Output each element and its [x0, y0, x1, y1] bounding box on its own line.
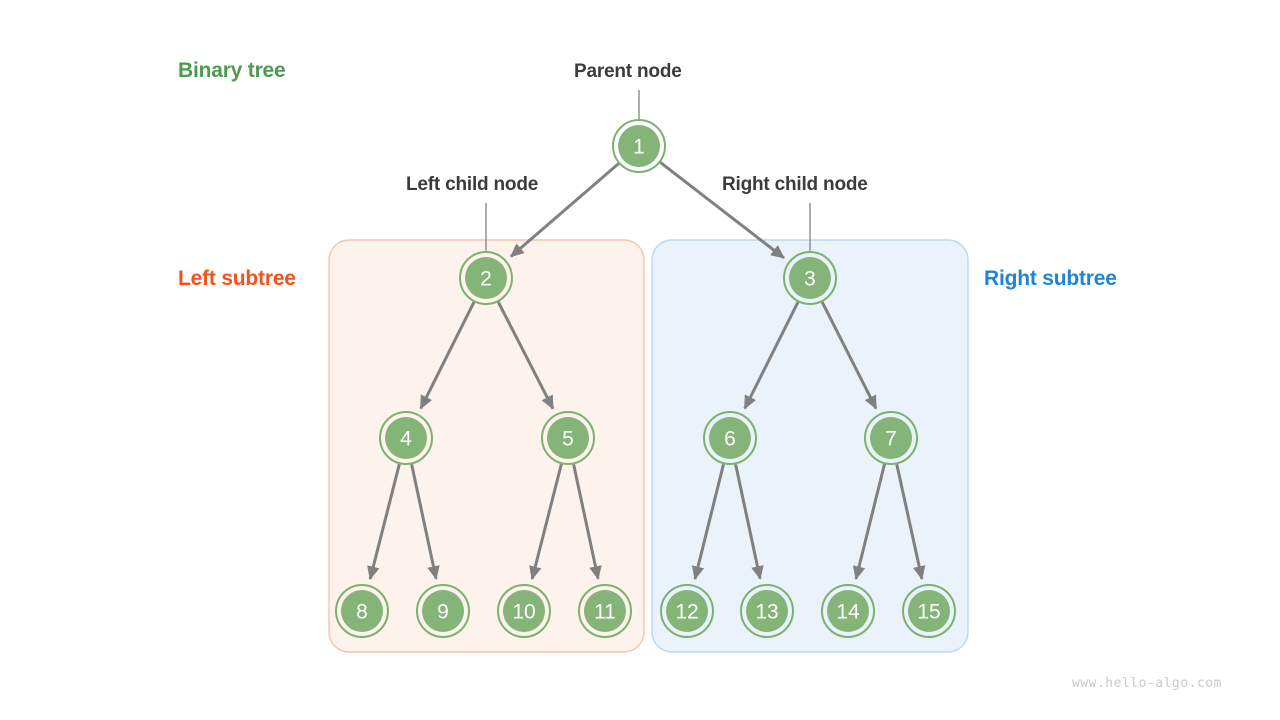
tree-edge — [529, 463, 563, 581]
tree-edge — [510, 162, 620, 258]
node-outer-ring — [864, 411, 918, 465]
tree-node[interactable]: 6 — [703, 411, 757, 465]
left-subtree-label: Left subtree — [178, 267, 296, 290]
tree-edge — [659, 161, 785, 260]
tree-edge — [419, 301, 476, 410]
node-outer-ring — [740, 584, 794, 638]
tree-node[interactable]: 7 — [864, 411, 918, 465]
node-outer-ring — [612, 119, 666, 173]
tree-node[interactable]: 13 — [740, 584, 794, 638]
node-outer-ring — [821, 584, 875, 638]
tree-node[interactable]: 11 — [578, 584, 632, 638]
page-title: Binary tree — [178, 59, 286, 82]
node-disc — [870, 417, 912, 459]
node-disc — [789, 257, 831, 299]
node-outer-ring — [459, 251, 513, 305]
node-outer-ring — [497, 584, 551, 638]
node-disc — [385, 417, 427, 459]
right-child-node-label: Right child node — [722, 174, 868, 195]
node-disc — [827, 590, 869, 632]
tree-node[interactable]: 8 — [335, 584, 389, 638]
node-disc — [746, 590, 788, 632]
watermark: www.hello-algo.com — [1072, 676, 1222, 691]
node-disc — [465, 257, 507, 299]
tree-node[interactable]: 15 — [902, 584, 956, 638]
node-value: 6 — [724, 428, 736, 451]
node-outer-ring — [902, 584, 956, 638]
node-value: 3 — [804, 268, 816, 291]
node-outer-ring — [335, 584, 389, 638]
tree-node[interactable]: 1 — [612, 119, 666, 173]
node-outer-ring — [379, 411, 433, 465]
node-outer-ring — [703, 411, 757, 465]
node-disc — [547, 417, 589, 459]
tree-node[interactable]: 4 — [379, 411, 433, 465]
node-disc — [709, 417, 751, 459]
tree-node[interactable]: 3 — [783, 251, 837, 305]
tree-node[interactable]: 5 — [541, 411, 595, 465]
tree-edge — [895, 464, 926, 580]
tree-edge — [691, 463, 725, 581]
tree-edge — [743, 301, 800, 410]
node-value: 1 — [633, 136, 645, 159]
node-outer-ring — [416, 584, 470, 638]
parent-node-label: Parent node — [574, 61, 682, 82]
node-disc — [584, 590, 626, 632]
left-child-node-label: Left child node — [406, 174, 539, 195]
right-subtree-label: Right subtree — [984, 267, 1117, 290]
annotation-pointers — [485, 90, 811, 251]
node-outer-ring — [541, 411, 595, 465]
node-value: 9 — [437, 601, 449, 624]
tree-edge — [852, 463, 886, 581]
tree-node[interactable]: 14 — [821, 584, 875, 638]
node-disc — [422, 590, 464, 632]
node-outer-ring — [660, 584, 714, 638]
tree-edges — [367, 161, 926, 581]
node-value: 14 — [836, 601, 860, 624]
node-value: 4 — [400, 428, 412, 451]
subtree-regions — [328, 239, 969, 653]
tree-edge — [410, 464, 440, 580]
node-value: 10 — [512, 601, 535, 624]
tree-edge — [820, 301, 878, 410]
node-disc — [908, 590, 950, 632]
tree-node[interactable]: 9 — [416, 584, 470, 638]
node-outer-ring — [783, 251, 837, 305]
node-value: 12 — [675, 601, 698, 624]
tree-node[interactable]: 2 — [459, 251, 513, 305]
node-value: 13 — [755, 601, 778, 624]
tree-edge — [572, 464, 602, 580]
node-disc — [666, 590, 708, 632]
node-value: 15 — [917, 601, 940, 624]
tree-edge — [496, 301, 555, 410]
node-outer-ring — [578, 584, 632, 638]
node-disc — [503, 590, 545, 632]
node-value: 11 — [594, 601, 616, 624]
node-disc — [618, 125, 660, 167]
node-value: 5 — [562, 428, 574, 451]
node-value: 7 — [885, 428, 897, 451]
tree-edge — [734, 464, 764, 580]
right-subtree-region — [651, 239, 969, 653]
tree-node[interactable]: 12 — [660, 584, 714, 638]
tree-node[interactable]: 10 — [497, 584, 551, 638]
node-value: 2 — [480, 268, 492, 291]
node-disc — [341, 590, 383, 632]
tree-edge — [367, 463, 401, 581]
node-value: 8 — [356, 601, 368, 624]
